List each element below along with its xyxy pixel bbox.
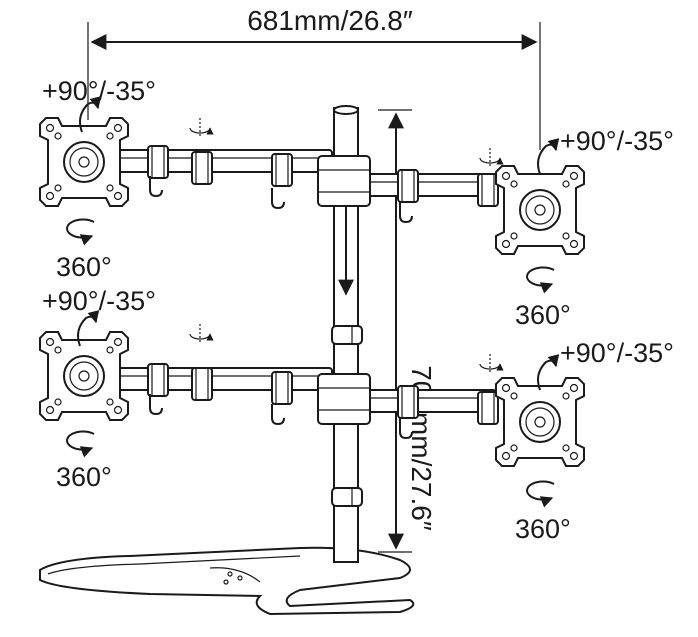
- tilt-label-bottom-right: +90°/-35°: [560, 338, 674, 368]
- tilt-label-top-left: +90°/-35°: [42, 76, 156, 106]
- cable-clip-upper: [331, 325, 363, 345]
- upper-arm-assembly: [111, 118, 500, 223]
- vesa-plate-bottom-left: [39, 331, 129, 421]
- width-label: 681mm/26.8″: [247, 5, 413, 36]
- tilt-label-top-right: +90°/-35°: [560, 126, 674, 156]
- rotation-label-top-right: 360°: [515, 300, 571, 330]
- vesa-plate-bottom-right: [495, 377, 585, 467]
- lower-arm-assembly: [111, 324, 500, 439]
- width-dimension: 681mm/26.8″: [87, 5, 541, 150]
- rotation-label-top-left: 360°: [56, 252, 112, 282]
- rotation-label-bottom-right: 360°: [515, 514, 571, 544]
- cable-clip-lower: [331, 487, 363, 507]
- stand-base: [39, 546, 415, 616]
- vesa-plate-top-right: [495, 165, 585, 255]
- tilt-arrow-icon: [538, 145, 556, 174]
- rotate-arrow-icon: [527, 268, 554, 286]
- rotation-label-bottom-left: 360°: [56, 462, 112, 492]
- tilt-label-bottom-left: +90°/-35°: [42, 286, 156, 316]
- rotate-arrow-icon: [67, 220, 94, 238]
- vesa-plate-top-left: [39, 117, 129, 207]
- rotate-arrow-icon: [527, 482, 554, 500]
- rotate-arrow-icon: [67, 432, 94, 450]
